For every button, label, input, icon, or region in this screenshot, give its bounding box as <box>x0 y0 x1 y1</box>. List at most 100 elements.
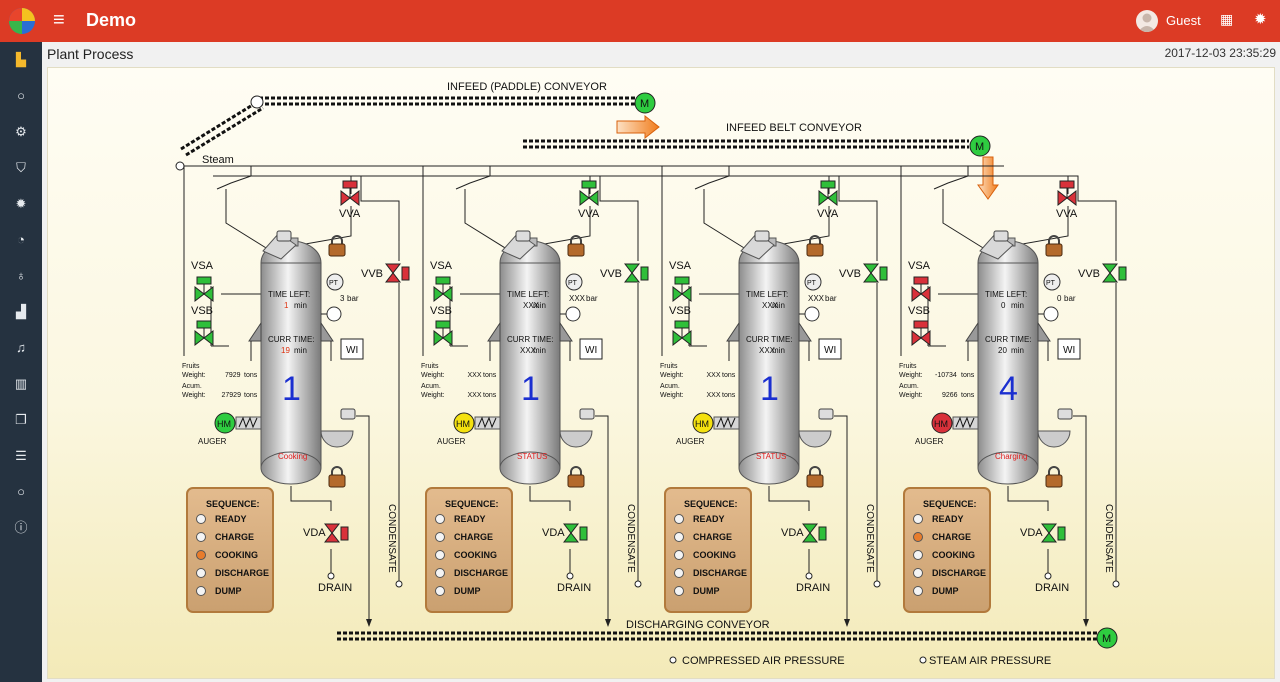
vsb-valve-right[interactable] <box>920 329 931 347</box>
vvb-valve-actuator[interactable] <box>401 266 410 281</box>
vda-valve[interactable] <box>1040 523 1066 543</box>
discharging-motor[interactable] <box>1096 627 1118 649</box>
vvb-valve-actuator[interactable] <box>879 266 888 281</box>
circle-outline-icon[interactable]: ○ <box>17 484 25 499</box>
sequence-radio-dump[interactable] <box>913 586 923 596</box>
database-icon[interactable]: ☰ <box>15 448 27 463</box>
bar-chart-icon[interactable]: ▥ <box>14 376 28 391</box>
vva-valve-left[interactable] <box>579 189 590 207</box>
circle-icon[interactable]: ○ <box>17 88 25 103</box>
vvb-valve-actuator[interactable] <box>640 266 649 281</box>
vda-valve-actuator[interactable] <box>818 526 827 541</box>
sequence-radio-charge[interactable] <box>196 532 206 542</box>
pt-gauge[interactable] <box>565 273 583 291</box>
vva-valve-actuator[interactable] <box>1059 180 1075 189</box>
vsa-valve-left[interactable] <box>433 285 444 303</box>
sequence-radio-cooking[interactable] <box>674 550 684 560</box>
vsa-valve-right[interactable] <box>681 285 692 303</box>
infeed-paddle-motor[interactable] <box>634 92 656 114</box>
avatar[interactable] <box>1136 10 1158 32</box>
vva-valve[interactable] <box>818 180 838 207</box>
vsb-valve-right[interactable] <box>203 329 214 347</box>
vsa-valve-right[interactable] <box>920 285 931 303</box>
bulb-icon[interactable]: ♁ <box>16 268 26 283</box>
wi-weight-indicator[interactable] <box>579 338 603 360</box>
vda-valve-bottom[interactable] <box>1040 532 1058 543</box>
sequence-radio-discharge[interactable] <box>196 568 206 578</box>
vvb-valve-top[interactable] <box>862 263 880 274</box>
vsa-valve-left[interactable] <box>672 285 683 303</box>
vva-valve[interactable] <box>1057 180 1077 207</box>
cogs-icon[interactable]: ⚙ <box>15 124 27 139</box>
vsb-valve[interactable] <box>433 320 453 347</box>
sequence-radio-dump[interactable] <box>435 586 445 596</box>
shield-icon[interactable]: ⛉ <box>16 160 26 175</box>
vsb-valve-actuator[interactable] <box>196 320 212 329</box>
vda-valve-top[interactable] <box>1040 523 1058 534</box>
vda-valve-bottom[interactable] <box>801 532 819 543</box>
bell-icon[interactable]: ♫ <box>16 340 26 355</box>
sequence-radio-discharge[interactable] <box>435 568 445 578</box>
vsa-valve-actuator[interactable] <box>196 276 212 285</box>
gear-icon[interactable]: ✹ <box>15 196 27 211</box>
sequence-radio-dump[interactable] <box>196 586 206 596</box>
vda-valve[interactable] <box>562 523 588 543</box>
vsb-valve[interactable] <box>194 320 214 347</box>
hm-auger-motor[interactable] <box>931 412 953 434</box>
vvb-valve-top[interactable] <box>1101 263 1119 274</box>
vvb-valve-bottom[interactable] <box>862 272 880 283</box>
vsb-valve-actuator[interactable] <box>435 320 451 329</box>
vsa-valve-left[interactable] <box>911 285 922 303</box>
vsb-valve[interactable] <box>911 320 931 347</box>
vda-valve-top[interactable] <box>323 523 341 534</box>
vsa-valve-left[interactable] <box>194 285 205 303</box>
hm-auger-motor[interactable] <box>692 412 714 434</box>
pt-gauge[interactable] <box>326 273 344 291</box>
vda-valve-top[interactable] <box>801 523 819 534</box>
factory-icon[interactable]: ▙ <box>16 52 26 67</box>
vda-valve[interactable] <box>323 523 349 543</box>
vvb-valve-bottom[interactable] <box>384 272 402 283</box>
vvb-valve-bottom[interactable] <box>1101 272 1119 283</box>
vva-valve-actuator[interactable] <box>581 180 597 189</box>
settings-gear-icon[interactable]: ✹ <box>1254 11 1267 28</box>
sequence-radio-dump[interactable] <box>674 586 684 596</box>
sequence-radio-ready[interactable] <box>196 514 206 524</box>
vsa-valve[interactable] <box>672 276 692 303</box>
vva-valve[interactable] <box>340 180 360 207</box>
pt-gauge[interactable] <box>804 273 822 291</box>
app-logo[interactable] <box>6 5 38 37</box>
vvb-valve-actuator[interactable] <box>1118 266 1127 281</box>
vda-valve-actuator[interactable] <box>579 526 588 541</box>
user-name[interactable]: Guest <box>1166 13 1201 28</box>
vsa-valve-right[interactable] <box>442 285 453 303</box>
vsb-valve[interactable] <box>672 320 692 347</box>
dashboard-icon[interactable]: ◔ <box>17 232 25 247</box>
vvb-valve[interactable] <box>1101 263 1127 283</box>
vsb-valve-actuator[interactable] <box>674 320 690 329</box>
sequence-radio-cooking[interactable] <box>435 550 445 560</box>
vsa-valve[interactable] <box>433 276 453 303</box>
vva-valve-right[interactable] <box>588 189 599 207</box>
vvb-valve-bottom[interactable] <box>623 272 641 283</box>
vsa-valve-actuator[interactable] <box>913 276 929 285</box>
sequence-radio-cooking[interactable] <box>913 550 923 560</box>
infeed-belt-motor[interactable] <box>969 135 991 157</box>
vda-valve-top[interactable] <box>562 523 580 534</box>
vda-valve-actuator[interactable] <box>1057 526 1066 541</box>
sequence-radio-discharge[interactable] <box>913 568 923 578</box>
vva-valve-actuator[interactable] <box>820 180 836 189</box>
vva-valve-right[interactable] <box>349 189 360 207</box>
sequence-radio-cooking[interactable] <box>196 550 206 560</box>
sequence-radio-discharge[interactable] <box>674 568 684 578</box>
vva-valve-actuator[interactable] <box>342 180 358 189</box>
vsa-valve-right[interactable] <box>203 285 214 303</box>
sequence-radio-ready[interactable] <box>913 514 923 524</box>
vvb-valve-top[interactable] <box>623 263 641 274</box>
vsa-valve-actuator[interactable] <box>674 276 690 285</box>
sequence-radio-charge[interactable] <box>435 532 445 542</box>
vvb-valve-top[interactable] <box>384 263 402 274</box>
industry-icon[interactable]: ▟ <box>16 304 26 319</box>
vsb-valve-left[interactable] <box>672 329 683 347</box>
vsa-valve[interactable] <box>911 276 931 303</box>
